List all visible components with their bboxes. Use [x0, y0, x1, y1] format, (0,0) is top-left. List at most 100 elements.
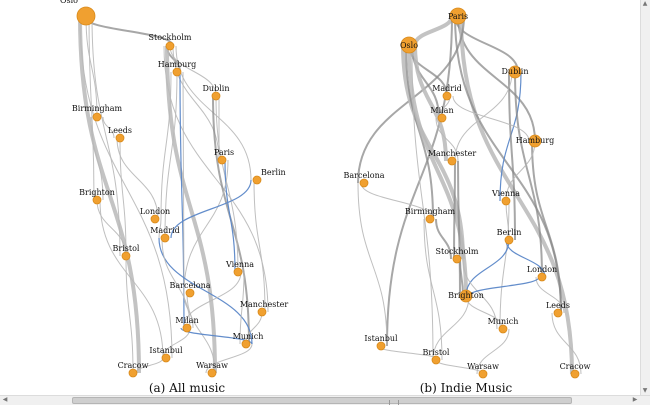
city-node-marker [400, 36, 418, 54]
horizontal-scrollbar[interactable]: ◀ ▶ [0, 395, 650, 405]
city-node-label: Istanbul [149, 346, 183, 355]
city-node-label: Brighton [79, 188, 115, 197]
city-node: London [527, 265, 557, 282]
city-node-marker [150, 214, 160, 224]
flow-edge [435, 218, 452, 260]
city-node-label: Madrid [432, 84, 462, 93]
city-node-label: Cracow [118, 361, 149, 370]
city-node-label: Paris [214, 148, 234, 157]
city-node-marker [447, 156, 457, 166]
city-node-label: Dublin [203, 84, 230, 93]
city-node-marker [478, 369, 488, 379]
flow-edge [407, 44, 468, 297]
horizontal-scrollbar-thumb[interactable] [72, 397, 572, 405]
city-node: Berlin [252, 168, 286, 185]
flow-edge [183, 271, 242, 329]
scroll-left-icon[interactable]: ◀ [2, 396, 8, 403]
city-node: Stockholm [149, 33, 192, 51]
city-node: Birmingham [72, 104, 123, 122]
city-node-marker [76, 6, 96, 26]
city-node-marker [570, 369, 580, 379]
city-node-marker [498, 324, 508, 334]
flow-edge [413, 44, 448, 162]
city-node-marker [128, 368, 138, 378]
flow-edge [102, 116, 115, 139]
city-node: Brighton [79, 188, 115, 205]
city-node: Cracow [118, 361, 149, 378]
city-node-marker [115, 133, 125, 143]
flow-edge [165, 45, 217, 374]
city-node: Oslo [400, 36, 418, 54]
city-node-marker [504, 235, 514, 245]
scroll-down-icon[interactable]: ▼ [642, 387, 648, 394]
city-node-marker [121, 251, 131, 261]
city-node-marker [233, 267, 243, 277]
flow-edge [360, 182, 434, 220]
city-node-label: Birmingham [405, 207, 456, 216]
nodes-indie-music: ParisOsloDublinMadridMilanHamburgManches… [344, 7, 591, 379]
flow-edge [423, 218, 443, 361]
city-node-label: London [140, 207, 170, 216]
flow-edge [85, 15, 98, 118]
city-node-marker [207, 368, 217, 378]
flow-edge [401, 44, 465, 260]
city-node: Hamburg [516, 134, 554, 148]
scroll-right-icon[interactable]: ▶ [632, 396, 638, 403]
city-node: Paris [448, 7, 468, 25]
city-node: Oslo [60, 0, 96, 26]
city-node-marker [537, 272, 547, 282]
city-node-label: Berlin [261, 168, 286, 177]
city-node-marker [528, 134, 542, 148]
city-node: Milan [175, 316, 199, 333]
nodes-all-music: OsloStockholmHamburgDublinBirminghamLeed… [60, 0, 288, 378]
city-node-marker [92, 112, 102, 122]
city-node: Hamburg [158, 60, 196, 77]
flow-edge [411, 44, 434, 361]
city-node: Leeds [108, 126, 132, 143]
flow-edge [224, 159, 236, 273]
flow-edge [476, 328, 510, 375]
flow-edge [158, 237, 253, 345]
city-node-label: Milan [175, 316, 198, 325]
city-node-marker [376, 341, 386, 351]
city-node-label: Munich [488, 317, 519, 326]
city-node-label: Berlin [497, 228, 522, 237]
city-node: Berlin [497, 228, 522, 245]
city-node: Stockholm [436, 247, 479, 264]
city-node-marker [211, 91, 221, 101]
city-node: Manchester [240, 300, 288, 317]
city-node: Leeds [546, 301, 570, 318]
city-node-marker [508, 65, 522, 79]
flow-edge [413, 15, 454, 46]
vertical-scrollbar[interactable]: ▲ ▼ [640, 0, 650, 395]
city-node: Barcelona [170, 281, 211, 298]
city-node-label: Bristol [113, 244, 140, 253]
city-node-marker [252, 175, 262, 185]
flow-edge [459, 15, 574, 375]
city-node-label: Madrid [150, 226, 180, 235]
scroll-up-icon[interactable]: ▲ [642, 0, 648, 7]
city-node-label: Warsaw [467, 362, 499, 371]
city-node-label: Istanbul [364, 334, 398, 343]
city-node-marker [161, 353, 171, 363]
city-node: Barcelona [344, 171, 385, 188]
city-node-marker [452, 254, 462, 264]
city-node: Istanbul [364, 334, 398, 351]
city-node-label: Oslo [60, 0, 78, 5]
flow-edge [186, 292, 216, 374]
caption-indie-music: (b) Indie Music [420, 381, 513, 395]
city-node-marker [442, 91, 452, 101]
flow-edge [125, 255, 134, 374]
city-node: Istanbul [149, 346, 183, 363]
city-node-label: Munich [233, 332, 264, 341]
city-node-label: London [527, 265, 557, 274]
city-node-marker [92, 195, 102, 205]
city-node-marker [160, 233, 170, 243]
city-node: Munich [233, 332, 264, 349]
city-node: Brighton [448, 289, 484, 303]
flow-edge [505, 140, 536, 202]
city-node: Warsaw [196, 361, 228, 378]
city-node: Paris [214, 148, 234, 165]
panel-indie-music: ParisOsloDublinMadridMilanHamburgManches… [344, 7, 591, 395]
city-node-marker [165, 41, 175, 51]
